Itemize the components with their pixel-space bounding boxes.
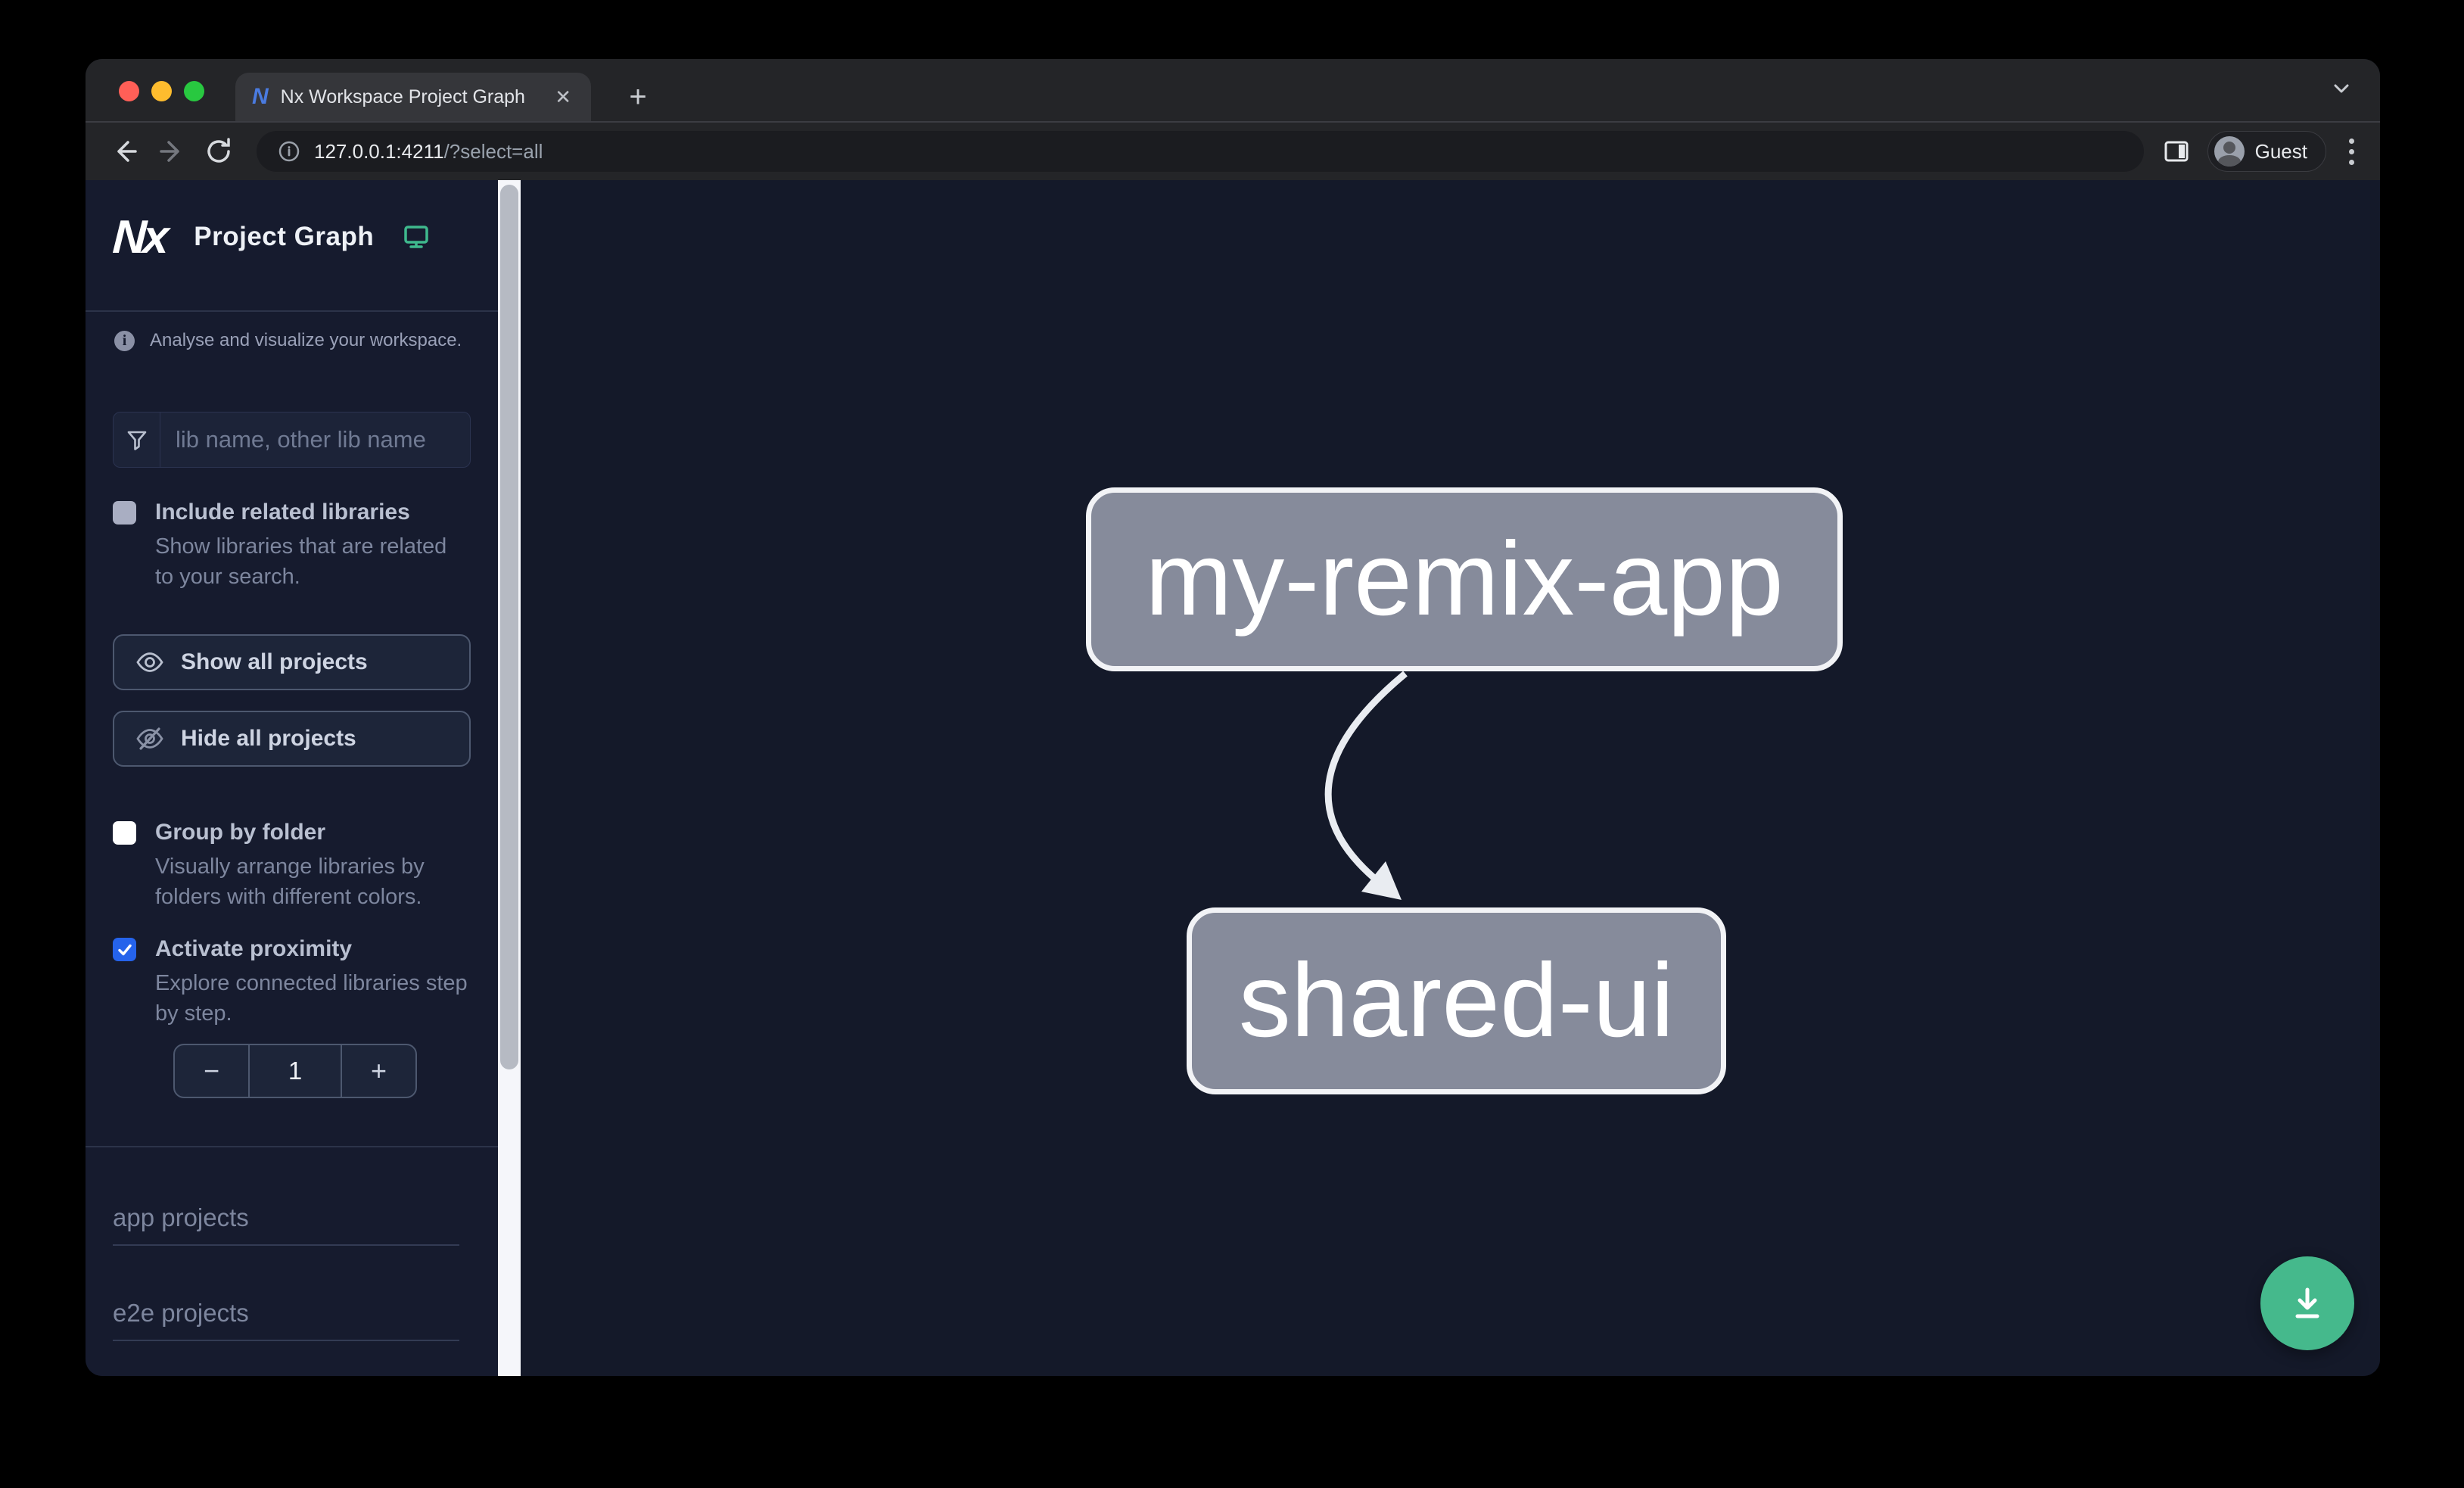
eye-off-icon [136, 727, 163, 750]
profile-button[interactable]: Guest [2207, 131, 2326, 172]
sidebar: Nx Project Graph i Analyse and visualize… [86, 180, 498, 1376]
sidebar-scrollbar-thumb[interactable] [500, 185, 518, 1069]
close-window-button[interactable] [119, 81, 139, 101]
tab-close-icon[interactable]: ✕ [555, 85, 571, 108]
hide-all-projects-label: Hide all projects [181, 726, 356, 751]
minimize-window-button[interactable] [151, 81, 172, 101]
back-button[interactable] [105, 132, 145, 171]
browser-window: N Nx Workspace Project Graph ✕ + 127.0.0… [86, 59, 2380, 1376]
sidebar-scrollbar-track [498, 180, 521, 1376]
theme-monitor-icon[interactable] [403, 223, 430, 251]
proximity-decrease-button[interactable]: − [203, 1055, 220, 1086]
window-controls [119, 81, 204, 101]
reload-button[interactable] [199, 132, 238, 171]
info-icon: i [114, 330, 135, 351]
browser-tab[interactable]: N Nx Workspace Project Graph ✕ [235, 73, 591, 121]
browser-toolbar: 127.0.0.1:4211/?select=all Guest [86, 121, 2380, 180]
avatar-icon [2214, 136, 2245, 167]
sidebar-divider [86, 1146, 498, 1147]
dependency-edge[interactable] [521, 180, 2380, 1376]
activate-proximity-description: Explore connected libraries step by step… [155, 971, 468, 1026]
section-app-projects: app projects [113, 1203, 459, 1246]
node-label: my-remix-app [1145, 521, 1784, 637]
activate-proximity-label: Activate proximity [155, 936, 353, 961]
eye-icon [136, 652, 163, 672]
tab-strip: N Nx Workspace Project Graph ✕ + [86, 59, 2380, 121]
page-title: Project Graph [194, 222, 375, 251]
group-by-folder-checkbox[interactable] [113, 821, 136, 845]
url-text: 127.0.0.1:4211/?select=all [314, 140, 543, 163]
search-input[interactable] [160, 426, 493, 453]
filter-icon [114, 412, 160, 467]
search-box [113, 412, 493, 468]
group-by-folder-description: Visually arrange libraries by folders wi… [155, 855, 425, 909]
proximity-increase-button[interactable]: + [370, 1055, 387, 1086]
activate-proximity-block: Activate proximity Explore connected lib… [86, 936, 498, 1029]
tab-title: Nx Workspace Project Graph [280, 86, 525, 107]
tagline: Analyse and visualize your workspace. [150, 330, 462, 350]
group-by-folder-block: Group by folder Visually arrange librari… [86, 820, 498, 912]
side-panel-icon[interactable] [2162, 137, 2191, 166]
download-graph-button[interactable] [2260, 1256, 2354, 1350]
show-all-projects-button[interactable]: Show all projects [113, 634, 471, 690]
sidebar-divider [86, 310, 498, 312]
section-e2e-projects: e2e projects [113, 1299, 459, 1341]
include-related-checkbox[interactable] [113, 501, 136, 525]
hide-all-projects-button[interactable]: Hide all projects [113, 711, 471, 767]
download-icon [2295, 1287, 2319, 1318]
profile-label: Guest [2254, 139, 2307, 163]
zoom-window-button[interactable] [184, 81, 204, 101]
include-related-block: Include related libraries Show libraries… [86, 500, 498, 592]
group-by-folder-label: Group by folder [155, 820, 325, 845]
url-path: /?select=all [443, 139, 543, 163]
activate-proximity-checkbox[interactable] [113, 938, 136, 961]
new-tab-button[interactable]: + [629, 79, 647, 114]
proximity-stepper: − 1 + [173, 1044, 417, 1098]
nx-logo: Nx [111, 210, 167, 263]
forward-button[interactable] [152, 132, 191, 171]
nx-favicon-icon: N [252, 84, 269, 109]
include-related-description: Show libraries that are related to your … [155, 534, 447, 589]
node-label: shared-ui [1238, 942, 1675, 1059]
show-all-projects-label: Show all projects [181, 649, 368, 674]
url-host: 127.0.0.1:4211 [314, 139, 444, 163]
include-related-label: Include related libraries [155, 500, 410, 525]
proximity-value: 1 [248, 1045, 342, 1097]
tab-search-chevron-icon[interactable] [2329, 76, 2354, 105]
checkmark-icon [117, 944, 132, 955]
edge-arrowhead-icon [1361, 861, 1402, 900]
site-info-icon[interactable] [278, 140, 300, 163]
browser-menu-button[interactable] [2343, 138, 2360, 165]
graph-canvas[interactable]: my-remix-app shared-ui [521, 180, 2380, 1376]
graph-node-shared-ui[interactable]: shared-ui [1187, 907, 1726, 1094]
address-bar[interactable]: 127.0.0.1:4211/?select=all [257, 131, 2144, 172]
graph-node-my-remix-app[interactable]: my-remix-app [1086, 487, 1843, 671]
